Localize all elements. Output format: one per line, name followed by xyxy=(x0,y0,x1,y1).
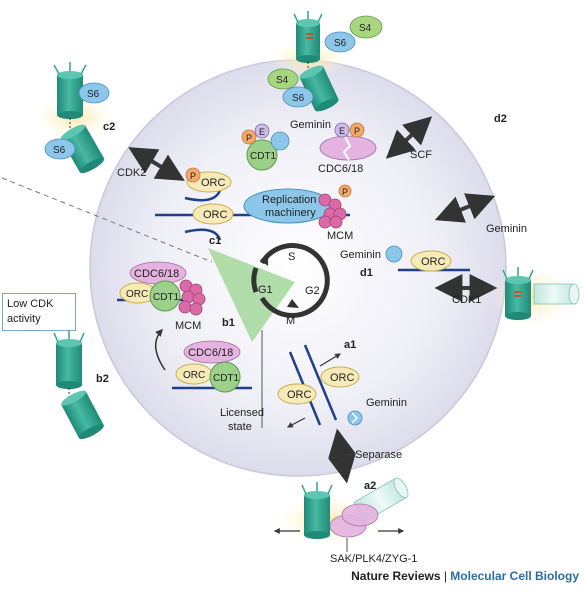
separase-label: Separase xyxy=(355,449,402,461)
orc-label: ORC xyxy=(183,370,205,381)
cell-cycle-wheel xyxy=(251,243,330,318)
panel-label-a1: a1 xyxy=(344,339,356,351)
low-cdk-line-2: activity xyxy=(7,313,41,325)
replication-label-1: Replication xyxy=(262,194,316,206)
a1-release: ORC ORC a1 Geminin xyxy=(277,339,407,428)
cdt1-label: CDT1 xyxy=(250,151,277,162)
s6-label: S6 xyxy=(292,93,305,104)
scf-label: SCF xyxy=(410,149,432,161)
orc-c1-bottom xyxy=(192,203,234,225)
centriole-b2: b2 xyxy=(53,330,109,440)
geminin-top xyxy=(270,131,290,151)
cdc6-label-top: CDC6/18 xyxy=(318,163,363,175)
phase-s: S xyxy=(288,251,295,263)
cdc6-degrading: E P CDC6/18 xyxy=(318,122,377,175)
b1-curved-arrow xyxy=(155,328,166,371)
mcm-b1 xyxy=(178,279,206,316)
mcm-c1 xyxy=(318,193,347,229)
s6-label: S6 xyxy=(87,89,100,100)
cdc6-label-b1: CDC6/18 xyxy=(134,268,179,280)
b1-licensing-complex: CDC6/18 ORC CDT1 MCM b1 xyxy=(117,261,235,332)
orc-label: ORC xyxy=(126,289,148,300)
s4-label: S4 xyxy=(359,23,372,34)
mcm-label: MCM xyxy=(327,230,353,242)
phospho-label: P xyxy=(342,187,348,197)
orc-label: ORC xyxy=(287,389,312,401)
licensed-triangle xyxy=(208,248,295,342)
s6-label: S6 xyxy=(53,145,66,156)
footer-separator: | xyxy=(440,569,451,583)
panel-label-b1: b1 xyxy=(222,317,235,329)
orc-label: ORC xyxy=(421,256,446,268)
journal-name: Nature Reviews xyxy=(351,569,441,583)
phase-g1: G1 xyxy=(258,284,273,296)
journal-section: Molecular Cell Biology xyxy=(450,569,579,583)
phase-m: M xyxy=(286,315,295,327)
geminin-arrow xyxy=(434,193,496,223)
centriole-top: S6 S4 S4 S6 xyxy=(267,11,383,112)
prelicense-complex: CDC6/18 ORC CDT1 xyxy=(172,340,252,393)
phospho-p xyxy=(338,184,352,198)
cdc6-label-bottom: CDC6/18 xyxy=(188,347,233,359)
scf-arrow xyxy=(385,116,433,159)
e-label: E xyxy=(339,126,345,136)
orc-label: ORC xyxy=(201,177,226,189)
cdk1-label: CDK1 xyxy=(452,294,481,306)
panel-label-c1: c1 xyxy=(209,235,221,247)
phospho-label: P xyxy=(246,133,252,143)
geminin-label-a1: Geminin xyxy=(366,397,407,409)
centriole-a2: SAK/PLK4/ZYG-1 a2 xyxy=(273,477,417,565)
journal-footer: Nature Reviews | Molecular Cell Biology xyxy=(351,569,579,583)
s4-label: S4 xyxy=(276,75,289,86)
geminin-d1 xyxy=(385,245,403,263)
s6-label: S6 xyxy=(334,38,347,49)
e-label: E xyxy=(259,127,265,137)
centriole-c2: S6 S6 c2 xyxy=(35,62,115,174)
panel-label-d1: d1 xyxy=(360,267,373,279)
cdt1-label: CDT1 xyxy=(213,373,240,384)
panel-label-a2: a2 xyxy=(364,480,376,492)
geminin-label-d1: Geminin xyxy=(340,249,381,261)
cdk2-arrow xyxy=(128,147,185,181)
dashed-divider xyxy=(1,177,213,263)
phospho-label: P xyxy=(190,171,196,181)
licensed-state-label-1: Licensed xyxy=(220,407,264,419)
panel-label-b2: b2 xyxy=(96,373,109,385)
panel-label-c2: c2 xyxy=(103,121,115,133)
geminin-a1 xyxy=(347,410,363,426)
sak-label: SAK/PLK4/ZYG-1 xyxy=(330,553,417,565)
low-cdk-line-1: Low CDK xyxy=(7,298,54,310)
separase-arrow xyxy=(328,428,356,484)
low-cdk-activity-box: Low CDK activity xyxy=(2,293,76,331)
geminin-label-top: Geminin xyxy=(290,119,331,131)
orc-label: ORC xyxy=(203,209,228,221)
c1-replication-complex: ORC P ORC Replication machinery P MCM c1 xyxy=(155,167,353,247)
replication-label-2: machinery xyxy=(265,207,316,219)
phospho-p xyxy=(185,167,201,183)
cdk2-label: CDK2 xyxy=(117,167,146,179)
orc-label: ORC xyxy=(330,372,355,384)
cdt1-geminin-complex: CDT1 P E Geminin xyxy=(241,119,331,171)
geminin-label-right: Geminin xyxy=(486,223,527,235)
cdt1-label: CDT1 xyxy=(153,292,180,303)
centriole-right xyxy=(490,266,580,326)
phospho-label: P xyxy=(354,126,360,136)
licensed-state-label-2: state xyxy=(228,421,252,433)
phase-g2: G2 xyxy=(305,285,320,297)
panel-label-d2: d2 xyxy=(494,113,507,125)
mcm-label: MCM xyxy=(175,320,201,332)
d1-orc-dna: Geminin ORC d1 xyxy=(340,245,470,279)
